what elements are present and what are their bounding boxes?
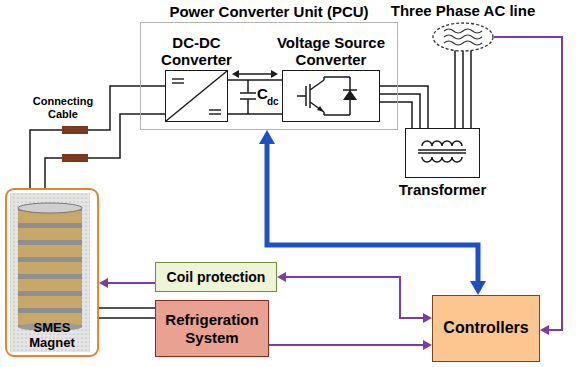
box-heading: Three Phase AC line [391, 2, 536, 19]
capacitor-subscript: dc [267, 96, 279, 108]
dc-link-wire [228, 113, 282, 115]
ac-wave [444, 35, 482, 39]
primary-winding [422, 141, 462, 146]
label-slot: dc [267, 96, 279, 108]
capacitor-lead [247, 80, 249, 93]
capacitor-lead [247, 99, 249, 114]
power-flow-arrow [232, 70, 278, 78]
cooling-pipe [99, 307, 155, 309]
process-box: Coil protection [155, 262, 277, 292]
control-bus-arrow [267, 144, 478, 281]
coil-winding [18, 262, 82, 274]
magnet-coil [18, 203, 82, 331]
process-box: Controllers [432, 295, 540, 362]
ac-wave [444, 29, 482, 33]
dcdc-symbol [166, 71, 227, 121]
ellipse-line [433, 23, 493, 51]
core-line [418, 149, 466, 151]
flow-head [232, 70, 239, 78]
dc-sign [172, 78, 184, 79]
ac-wire [470, 51, 472, 129]
box-label: SMES Magnet [12, 321, 92, 351]
label-slot: Connecting Cable [22, 95, 104, 120]
core-line [418, 152, 466, 154]
gate-lead [297, 95, 306, 97]
capacitor-plate [240, 92, 256, 94]
flow-shaft [238, 73, 272, 75]
diagonal [166, 71, 227, 121]
flow-head [271, 70, 278, 78]
ac-wire [380, 102, 412, 128]
cable-plug [62, 154, 88, 162]
box-label: Refrigeration System [162, 311, 262, 346]
coil-cap [18, 203, 82, 213]
coil-winding [18, 228, 82, 240]
unit-title: Power Converter Unit (PCU) [169, 3, 368, 20]
emitter [310, 102, 324, 112]
gate-plate [305, 86, 307, 106]
dc-link-wire [228, 79, 282, 81]
diode-triangle [343, 90, 357, 100]
label-slot: C [257, 85, 268, 102]
dc-sign [172, 82, 184, 83]
signal-arrow [494, 37, 562, 330]
ac-wave [444, 41, 482, 45]
coil-winding [18, 296, 82, 308]
cable-plugs [62, 126, 88, 162]
transformer-box: Transformer [405, 128, 480, 178]
signal-arrow [108, 282, 155, 284]
ac-wire [462, 51, 464, 128]
box-label: Coil protection [167, 269, 266, 285]
capacitor-label: C [257, 85, 268, 102]
ellipse-outline [432, 22, 494, 52]
cable-label: Connecting Cable [22, 95, 104, 120]
ac-wire [454, 51, 456, 129]
converter-box: DC-DC Converter [165, 70, 228, 122]
box-heading: Voltage Source Converter [267, 34, 395, 69]
cooling-pipe [99, 317, 155, 319]
diode-lead [324, 114, 350, 116]
channel-bar [309, 84, 311, 108]
signal-arrow [286, 277, 423, 318]
ac-wire [380, 94, 420, 128]
converter-box: Voltage Source Converter [282, 70, 380, 122]
coil-core [18, 208, 82, 327]
diode-lead [324, 76, 350, 78]
ac-wire [380, 86, 428, 128]
process-box: Refrigeration System [155, 300, 269, 357]
coil-winding [18, 279, 82, 291]
box-heading: DC-DC Converter [151, 34, 243, 69]
coil-winding [18, 245, 82, 257]
magnet-frame: SMES Magnet [5, 188, 99, 357]
cable-plug [62, 126, 88, 134]
unit-frame: Power Converter Unit (PCU)DC-DC Converte… [140, 22, 398, 130]
dc-sign [209, 109, 221, 110]
transformer-symbol [418, 141, 466, 162]
box-heading: Transformer [399, 181, 487, 198]
dc-sign [209, 113, 221, 114]
capacitor-symbol [240, 80, 256, 114]
secondary-winding [422, 157, 462, 162]
emitter-arrow [317, 106, 324, 112]
collector [310, 80, 324, 90]
igbt-symbol [297, 77, 357, 115]
cable-wire [45, 114, 165, 188]
ac-line-ellipse: Three Phase AC line [432, 22, 494, 52]
box-label: Controllers [443, 319, 528, 337]
signal-arrow [269, 344, 423, 346]
